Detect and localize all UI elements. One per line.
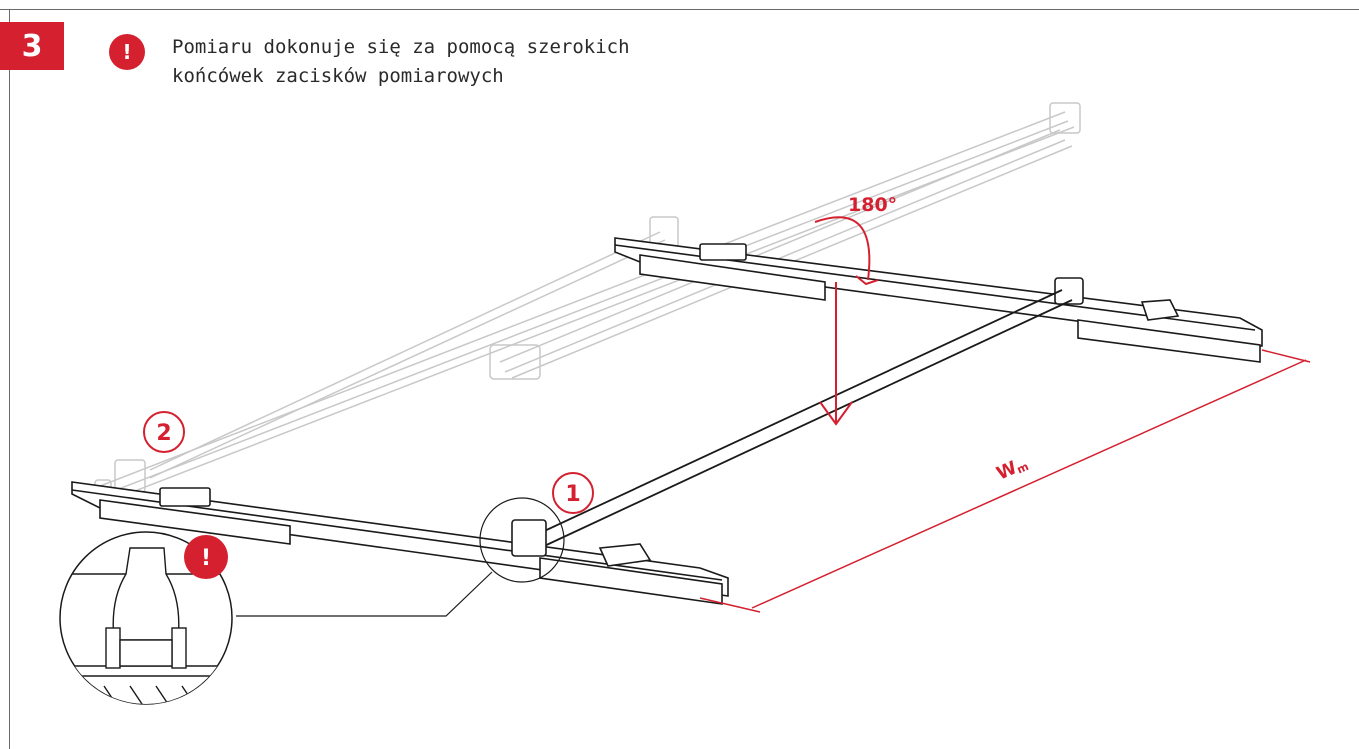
detail-leader-line xyxy=(236,571,493,617)
exclamation-icon: ! xyxy=(109,34,145,70)
width-subscript: m xyxy=(1015,460,1031,477)
width-letter: W xyxy=(993,457,1020,484)
callout-2-circle xyxy=(143,411,185,453)
width-label: Wm xyxy=(993,453,1030,485)
rotation-label: 180° xyxy=(848,194,897,216)
ghost-rail-2 xyxy=(149,129,1073,479)
detail-warning-glyph: ! xyxy=(201,546,211,571)
rotation-arrow xyxy=(814,216,879,286)
note-line-2: końcówek zacisków pomiarowych xyxy=(172,65,504,87)
magnify-circle xyxy=(479,497,565,583)
callout-2-label: 2 xyxy=(156,421,171,446)
ghost-rail xyxy=(94,102,1081,504)
measuring-bar xyxy=(524,289,1073,549)
frame-top-border xyxy=(0,9,1359,10)
back-rail xyxy=(614,237,1263,363)
front-rail xyxy=(71,481,729,605)
down-arrow xyxy=(819,282,853,426)
width-dimension xyxy=(699,349,1311,613)
callout-1-circle xyxy=(552,472,594,514)
frame-left-border xyxy=(9,9,10,749)
step-number-badge: 3 xyxy=(0,22,64,70)
note-line-1: Pomiaru dokonuje się za pomocą szerokich xyxy=(172,36,630,58)
callout-1-label: 1 xyxy=(565,482,580,507)
detail-view: ! xyxy=(59,531,233,705)
note-text: Pomiaru dokonuje się za pomocą szerokich… xyxy=(172,33,732,91)
detail-warning-icon xyxy=(184,535,228,579)
